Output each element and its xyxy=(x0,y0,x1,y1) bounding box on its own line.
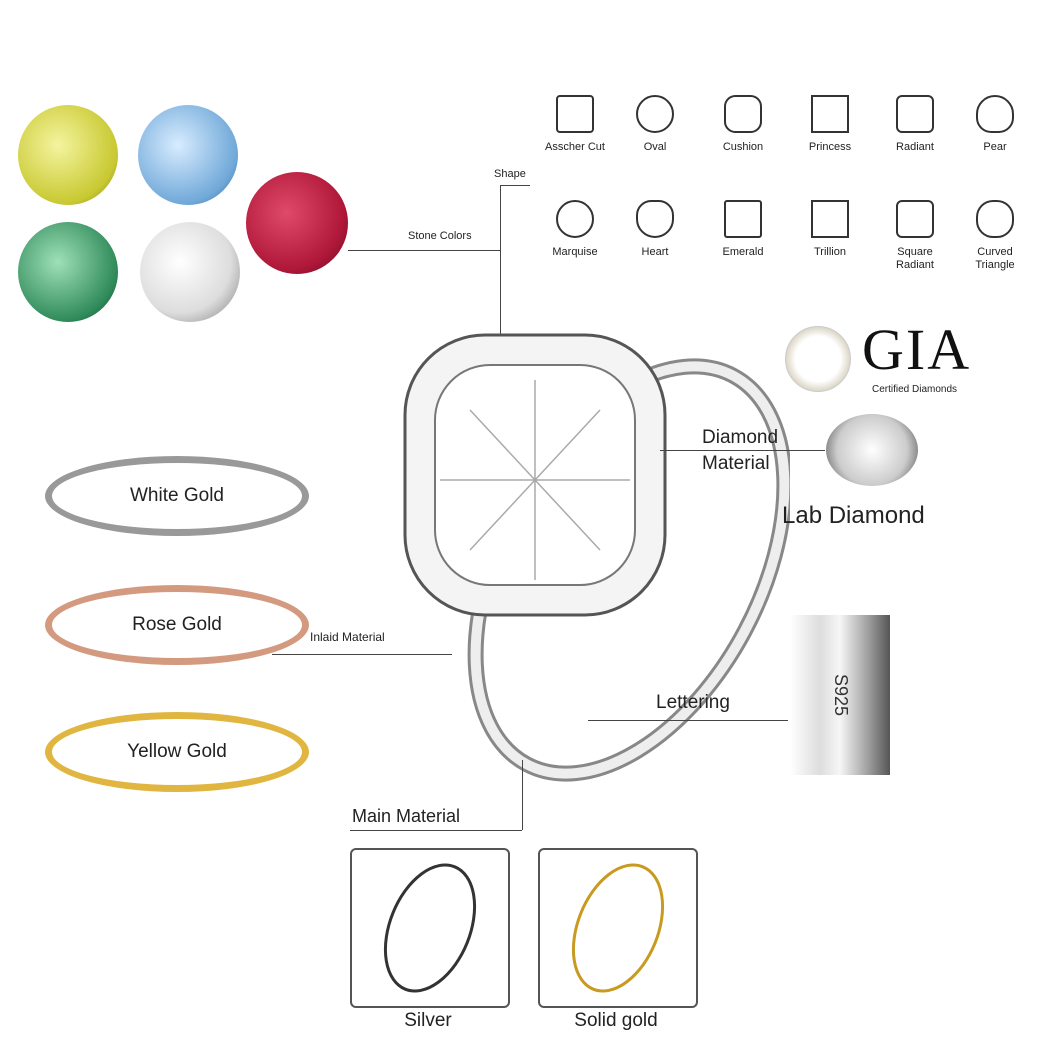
main-material-leader-h xyxy=(350,830,522,831)
shape-icon xyxy=(811,200,849,238)
shape-icon xyxy=(976,95,1014,133)
shape-square-radiant: Square Radiant xyxy=(880,200,950,272)
shape-leader xyxy=(500,185,501,340)
shape-icon xyxy=(636,95,674,133)
shape-icon xyxy=(556,200,594,238)
gia-subtitle: Certified Diamonds xyxy=(872,384,958,395)
diamond-leader xyxy=(660,450,825,451)
main-material-leader xyxy=(522,760,523,830)
shape-asscher-cut: Asscher Cut xyxy=(540,95,610,154)
shape-curved-triangle: Curved Triangle xyxy=(960,200,1030,272)
shape-label: Cushion xyxy=(722,141,764,153)
silver-label: Silver xyxy=(404,1010,452,1031)
band-label: Rose Gold xyxy=(132,614,222,635)
shape-leader-h xyxy=(500,185,530,186)
shape-icon xyxy=(976,200,1014,238)
shape-label: Shape xyxy=(494,168,526,180)
inlaid-leader xyxy=(272,654,452,655)
shape-icon xyxy=(724,200,762,238)
gem-yellow xyxy=(18,105,118,205)
lab-diamond-image xyxy=(826,414,918,486)
band-rose-gold: Rose Gold xyxy=(45,585,309,665)
band-yellow-gold: Yellow Gold xyxy=(45,712,309,792)
shape-icon xyxy=(556,95,594,133)
silver-option xyxy=(350,848,510,1008)
shape-label: Pear xyxy=(983,141,1007,153)
stone-colors-label: Stone Colors xyxy=(408,230,472,242)
lettering-closeup: S925 xyxy=(790,615,890,775)
shape-label: Oval xyxy=(643,141,667,153)
lettering-leader xyxy=(588,720,788,721)
gem-green xyxy=(18,222,118,322)
shape-label: Emerald xyxy=(722,246,764,258)
shape-icon xyxy=(811,95,849,133)
band-label: White Gold xyxy=(130,485,224,506)
shape-oval: Oval xyxy=(620,95,690,154)
lettering-label: Lettering xyxy=(656,692,730,713)
shape-icon xyxy=(896,95,934,133)
gia-seal xyxy=(785,326,851,392)
shape-pear: Pear xyxy=(960,95,1030,154)
shape-label: Curved Triangle xyxy=(975,246,1015,271)
shape-label: Marquise xyxy=(552,246,598,258)
stone-colors-leader xyxy=(348,250,500,251)
inlaid-material-label: Inlaid Material xyxy=(310,630,385,644)
band-white-gold: White Gold xyxy=(45,456,309,536)
gia-logo: GIA xyxy=(862,317,972,382)
shape-princess: Princess xyxy=(795,95,865,154)
gem-white xyxy=(140,222,240,322)
shape-label: Radiant xyxy=(896,141,934,153)
shape-cushion: Cushion xyxy=(708,95,778,154)
shape-trillion: Trillion xyxy=(795,200,865,259)
shape-marquise: Marquise xyxy=(540,200,610,259)
ring-illustration xyxy=(403,333,790,782)
shape-label: Heart xyxy=(641,246,669,258)
shape-icon xyxy=(724,95,762,133)
shape-label: Princess xyxy=(808,141,852,153)
shape-label: Trillion xyxy=(814,246,846,258)
band-label: Yellow Gold xyxy=(127,741,227,762)
shape-icon xyxy=(896,200,934,238)
shape-heart: Heart xyxy=(620,200,690,259)
shape-label: Asscher Cut xyxy=(545,141,605,153)
solid-gold-label: Solid gold xyxy=(574,1010,658,1031)
diamond-material-label: Diamond Material xyxy=(702,427,779,474)
lab-diamond-label: Lab Diamond xyxy=(782,502,925,529)
lettering-stamp: S925 xyxy=(831,673,852,717)
shape-icon xyxy=(636,200,674,238)
shape-emerald: Emerald xyxy=(708,200,778,259)
solid-gold-option xyxy=(538,848,698,1008)
gem-red xyxy=(246,172,348,274)
shape-label: Square Radiant xyxy=(896,246,934,271)
shape-radiant: Radiant xyxy=(880,95,950,154)
main-material-label: Main Material xyxy=(352,806,461,826)
gem-blue xyxy=(138,105,238,205)
